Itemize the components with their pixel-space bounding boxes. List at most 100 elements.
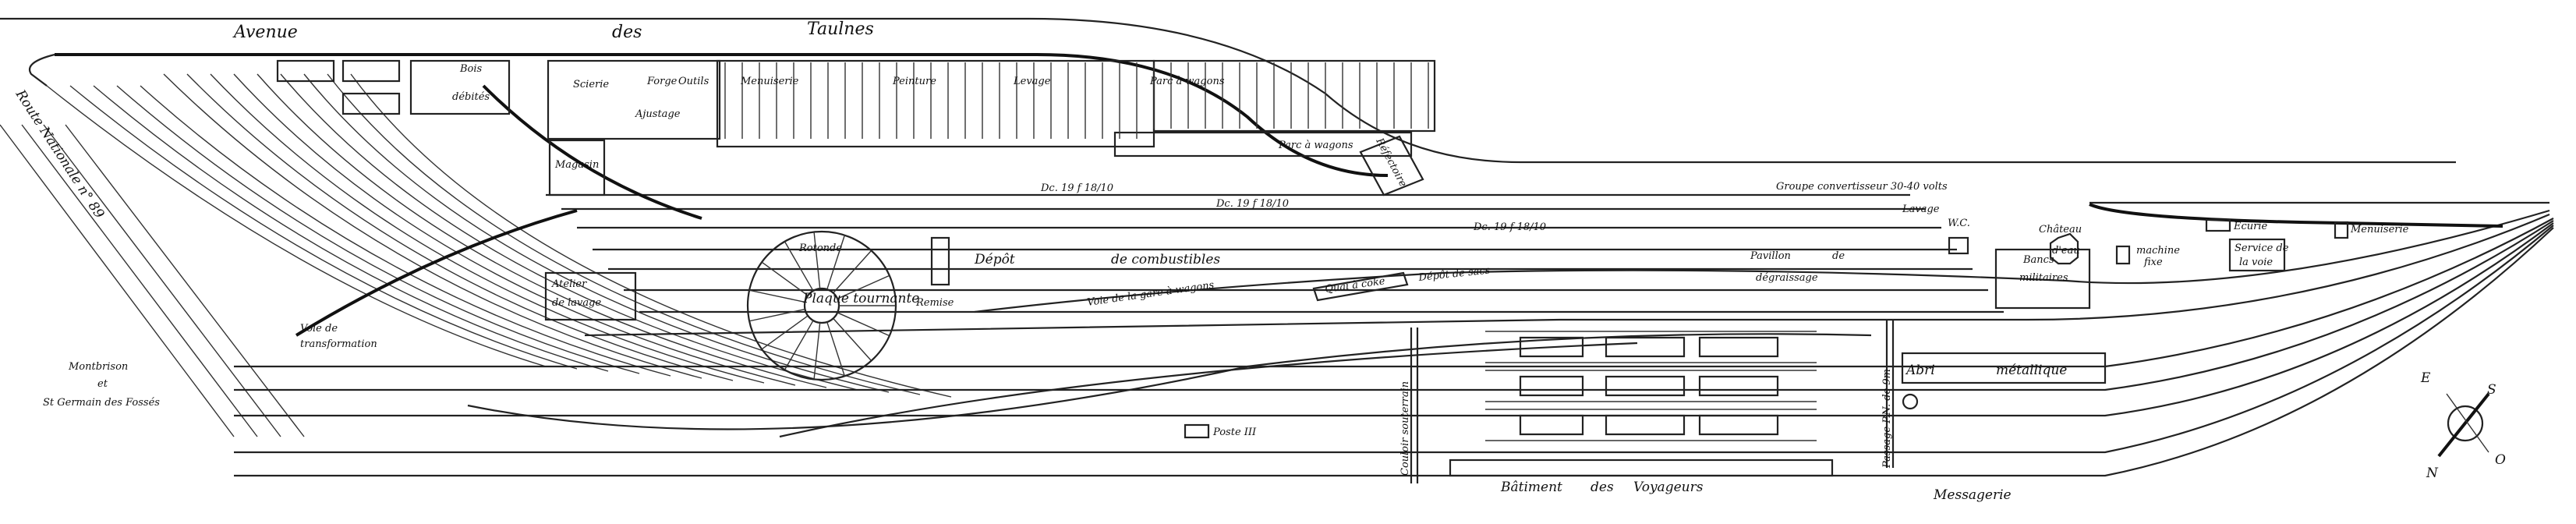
label-batiment-des: des <box>1591 480 1614 495</box>
gradient-label-2: Dc. 19 f 18/10 <box>1215 198 1289 210</box>
label-atelier-1: Atelier <box>551 278 587 290</box>
spoke <box>837 312 890 337</box>
platform-shelter <box>1698 336 1779 358</box>
fan-track <box>163 73 702 379</box>
label-wc: W.C. <box>1948 218 1970 229</box>
platform-shelter <box>1519 414 1584 436</box>
destination-line3: St Germain des Fossés <box>43 397 160 409</box>
fan-track <box>140 85 671 377</box>
spoke <box>826 235 846 290</box>
label-lavage: Lavage <box>1902 204 1940 215</box>
wall-end <box>29 53 55 87</box>
machine-fixe-block <box>2115 245 2131 265</box>
compass-rose <box>2437 392 2490 458</box>
label-outils: Outils <box>678 76 709 87</box>
label-remise: Remise <box>915 297 954 309</box>
spoke <box>813 232 821 289</box>
menuiserie-block <box>2334 221 2349 239</box>
label-depot-sacs: Dépôt de sacs <box>1417 264 1491 284</box>
magasin-block <box>548 139 606 196</box>
fan-track <box>69 85 578 370</box>
label-voie-transfo-2: transformation <box>300 338 377 350</box>
platform-shelter <box>1519 375 1584 397</box>
street-des: des <box>612 23 642 42</box>
main-track <box>234 218 2554 368</box>
label-service: Service de <box>2235 243 2289 254</box>
platform-edge <box>1485 331 1817 363</box>
label-degraissage: dégraissage <box>1756 272 1818 284</box>
label-voyageurs: Voyageurs <box>1633 480 1704 495</box>
label-couloir: Couloir souterrain <box>1399 381 1411 476</box>
atelier-lavage-block <box>544 271 637 321</box>
parc-wagons-platform <box>1113 131 1413 158</box>
cable-line <box>295 209 578 337</box>
avenue-wall <box>55 53 1389 177</box>
label-voie: la voie <box>2239 257 2273 268</box>
fan-track <box>257 73 827 388</box>
destination-line1: Montbrison <box>68 361 128 373</box>
through-track <box>584 213 2550 337</box>
fan-track <box>233 73 796 386</box>
parc-wagons-block <box>1152 59 1436 133</box>
quai-block <box>1312 271 1409 302</box>
label-debites: débités <box>452 91 490 103</box>
spoke <box>748 289 805 303</box>
fan-track <box>303 73 890 393</box>
shed-lines <box>724 62 1429 139</box>
fan-track <box>116 85 640 374</box>
label-batiment: Bâtiment <box>1500 480 1562 495</box>
label-atelier-2: de lavage <box>552 297 601 309</box>
label-ecurie: Écurie <box>2233 220 2268 232</box>
label-magasin: Magasin <box>554 159 599 171</box>
poste-block <box>1184 423 1210 439</box>
service-voie-block <box>2228 238 2286 272</box>
ecurie-block <box>2205 218 2231 232</box>
label-peinture: Peinture <box>892 76 936 87</box>
platforms <box>1485 331 1817 441</box>
platform-edge <box>1485 409 1817 441</box>
spoke <box>837 274 890 299</box>
railway-tracks <box>0 73 2554 477</box>
route-line <box>65 124 305 437</box>
label-abri: Abri <box>1905 363 1935 378</box>
avenue-upper-line <box>0 17 2456 164</box>
label-groupe: Groupe convertisseur 30-40 volts <box>1776 181 1948 193</box>
platform-shelter <box>1698 375 1779 397</box>
compass-o: O <box>2495 452 2506 468</box>
label-bois: Bois <box>459 63 483 75</box>
platform-shelter <box>1519 336 1584 358</box>
fan-track <box>327 73 921 395</box>
fan-track <box>350 73 952 398</box>
building-block <box>276 59 335 83</box>
spoke <box>784 241 814 292</box>
platform-shelter <box>1698 414 1779 436</box>
label-parc-wagons-1: Parc à wagons <box>1149 76 1225 87</box>
label-voie-gare: Voie de la gare à wagons <box>1086 279 1215 309</box>
platform-edge <box>1485 370 1817 402</box>
label-combustibles: de combustibles <box>1111 252 1220 267</box>
label-levage: Levage <box>1013 76 1051 87</box>
spoke <box>784 320 814 370</box>
bois-debites-block <box>409 59 511 115</box>
label-bancs: Bancs <box>2022 254 2054 266</box>
label-eau: d'eau <box>2052 245 2080 257</box>
bancs-militaires-block <box>1994 248 2091 310</box>
main-track <box>234 220 2554 391</box>
crossover-track <box>779 342 1638 438</box>
spoke <box>826 321 846 377</box>
main-track <box>234 222 2554 417</box>
spoke <box>813 322 821 380</box>
label-menuiserie-2: Menuiserie <box>2350 224 2409 235</box>
compass-e: E <box>2420 370 2431 386</box>
chateau-eau <box>2049 232 2079 265</box>
through-track <box>974 209 2550 313</box>
label-scierie: Scierie <box>573 79 609 90</box>
building-block <box>341 92 401 115</box>
label-fixe: fixe <box>2143 257 2163 268</box>
platform-shelter <box>1605 336 1686 358</box>
fan-track <box>210 73 765 384</box>
route-label: Route Nationale n° 89 <box>12 87 107 221</box>
spoke <box>761 315 809 350</box>
label-machine: machine <box>2136 245 2180 257</box>
